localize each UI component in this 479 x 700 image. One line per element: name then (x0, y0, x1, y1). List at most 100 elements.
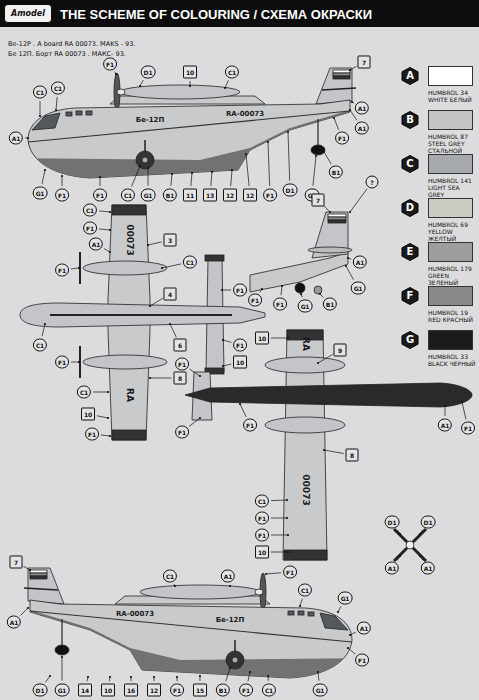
colour-callout: C1 (83, 204, 97, 217)
decal-number: 12 (243, 189, 257, 202)
leader-line (445, 406, 446, 416)
maker-logo: Amodel (11, 10, 45, 18)
colour-callout: F1 (175, 358, 189, 371)
leader-dot (189, 85, 191, 87)
colour-callout: F1 (103, 58, 117, 71)
leader-dot (109, 229, 111, 231)
leader-dot (61, 656, 63, 658)
leader-dot (329, 211, 331, 213)
colour-callout: G1 (33, 187, 48, 200)
aft-fuselage (250, 252, 348, 292)
leader-dot (78, 361, 80, 363)
leader-line (71, 362, 79, 363)
colour-callout: F1 (263, 189, 277, 202)
colour-callout: B1 (329, 166, 343, 179)
leader-dot (191, 172, 193, 174)
paint-name: HUMBROL 34 WHITE БЕЛЫЙ (428, 89, 476, 103)
badge-letter: E (401, 243, 419, 261)
leader-dot (55, 109, 57, 111)
paint-name: HUMBROL 69 YELLOW ЖЕЛТЫЙ (428, 221, 476, 242)
decal-number: 10 (255, 546, 269, 559)
leader-line (170, 324, 176, 337)
leader-line (324, 152, 331, 164)
leader-dot (211, 171, 213, 173)
colour-callout: C1 (33, 86, 47, 99)
wing-tip (112, 430, 146, 440)
colour-callout: G1 (313, 684, 328, 697)
hull-bottom (185, 383, 472, 407)
leader-line (23, 566, 30, 570)
leader-dot (261, 288, 263, 290)
leader-line (150, 378, 172, 379)
leader-line (229, 585, 230, 587)
colour-callout: A1 (355, 102, 369, 115)
badge-letter: G (401, 331, 419, 349)
decal-number: 10 (81, 408, 95, 421)
colour-callout: D1 (33, 684, 48, 697)
colour-letter-badge: D (401, 199, 419, 217)
leader-line (211, 172, 212, 186)
decal-number: 15 (193, 684, 207, 697)
badge-hexagon-shape (402, 112, 418, 129)
colour-callout: G1 (55, 684, 70, 697)
colour-callout: B1 (323, 298, 337, 311)
paint-name: HUMBROL 19 RED КРАСНЫЙ (428, 309, 476, 323)
leader-dot (109, 211, 111, 213)
leader-line (99, 229, 110, 230)
leader-dot (87, 676, 89, 678)
leader-dot (109, 435, 111, 437)
leader-dot (224, 87, 226, 89)
propeller-blade (394, 529, 426, 561)
colour-callout: G1 (141, 189, 156, 202)
leader-dot (461, 401, 463, 403)
leader-dot (349, 109, 351, 111)
leader-line (300, 599, 302, 606)
badge-hexagon-shape (402, 288, 418, 305)
side-view-right (24, 568, 380, 700)
leader-dot (39, 115, 41, 117)
badge-hexagon-shape (402, 156, 418, 173)
leader-line (45, 676, 50, 682)
leader-line (350, 66, 357, 70)
leader-line (148, 242, 162, 245)
decal-number: 11 (183, 189, 197, 202)
leader-dot (323, 151, 325, 153)
leader-dot (315, 155, 317, 157)
colour-callout: F1 (255, 512, 269, 525)
aircraft-marking: Бе-12П (136, 117, 165, 124)
leader-dot (351, 101, 353, 103)
leader-dot (107, 417, 109, 419)
leader-dot (229, 585, 231, 587)
leader-line (281, 286, 282, 295)
leader-dot (27, 607, 29, 609)
leader-line (462, 402, 466, 419)
colour-letter-badge: A (401, 67, 419, 85)
leader-line (101, 435, 110, 436)
decal-number: 10 (233, 356, 247, 369)
engine-nacelle (265, 417, 345, 433)
leader-dot (287, 131, 289, 133)
badge-hexagon-shape (402, 332, 418, 349)
leader-dot (317, 671, 319, 673)
colour-swatch (428, 198, 473, 218)
leader-line (240, 404, 246, 417)
leader-dot (399, 555, 401, 557)
leader-dot (349, 211, 351, 213)
leader-line (271, 552, 288, 553)
flag-stripe (333, 70, 350, 73)
flag-stripe (333, 73, 350, 76)
leader-dot (349, 69, 351, 71)
leader-line (246, 154, 249, 186)
colour-callout: G1 (338, 592, 353, 605)
leader-line (231, 170, 232, 186)
leader-line (148, 168, 149, 186)
colour-callout: F1 (248, 294, 262, 307)
decal-number: 7 (358, 56, 371, 69)
black-disc (295, 283, 305, 293)
colour-callout: F1 (85, 428, 99, 441)
leader-dot (139, 165, 141, 167)
aircraft-marking: 00073 (301, 474, 310, 505)
scheme-subtitle: Be-12P . A board RA 00073. MAKS - 93. (8, 41, 135, 48)
colour-callout: C1 (121, 189, 135, 202)
